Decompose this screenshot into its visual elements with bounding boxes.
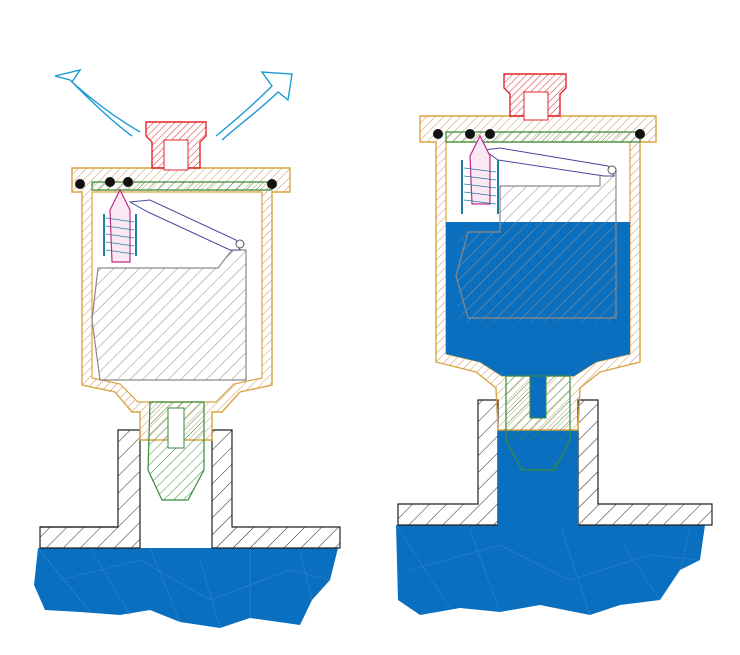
pipe-wall-left	[39, 429, 141, 549]
float-icon	[91, 249, 247, 381]
seal-ring-icon	[485, 129, 495, 139]
float-lever-left	[128, 199, 241, 251]
spring-coils-right	[463, 167, 497, 205]
pipe-wall-right-left	[397, 399, 499, 526]
seal-ring-icon	[433, 129, 443, 139]
water-pool-left	[34, 548, 338, 628]
spring-icon	[103, 214, 137, 256]
water-facets-left	[37, 547, 331, 629]
valve-lid-left	[91, 181, 273, 191]
pipe-wall-left-right	[211, 429, 341, 549]
seal-ring-icon	[123, 177, 133, 187]
vent-cap-bore-right	[523, 91, 549, 121]
needle-valve-left	[109, 188, 131, 263]
panel-left-venting	[34, 68, 341, 629]
float-lower-right	[458, 230, 618, 322]
lever-pivot-left	[235, 239, 245, 249]
spring-coils-left	[105, 217, 135, 255]
inlet-nozzle-bore-right	[529, 375, 547, 419]
air-vent-arrow-icon	[215, 71, 293, 141]
water-facets-right	[395, 524, 701, 616]
air-vent-arrow-icon	[54, 68, 141, 137]
seal-ring-icon	[267, 179, 277, 189]
pipe-wall-right-right	[577, 399, 713, 526]
seal-ring-icon	[105, 177, 115, 187]
vent-cap-bore-left	[163, 139, 189, 171]
water-nozzle-right	[508, 440, 568, 468]
seal-ring-icon	[635, 129, 645, 139]
spring-icon	[461, 160, 499, 214]
valve-lid-right	[445, 131, 641, 143]
lever-pivot-right	[607, 165, 617, 175]
inlet-nozzle-bore-left	[167, 407, 185, 449]
inlet-nozzle-left	[147, 401, 205, 501]
seal-ring-icon	[75, 179, 85, 189]
seal-ring-icon	[465, 129, 475, 139]
panel-right-filled	[395, 73, 713, 616]
